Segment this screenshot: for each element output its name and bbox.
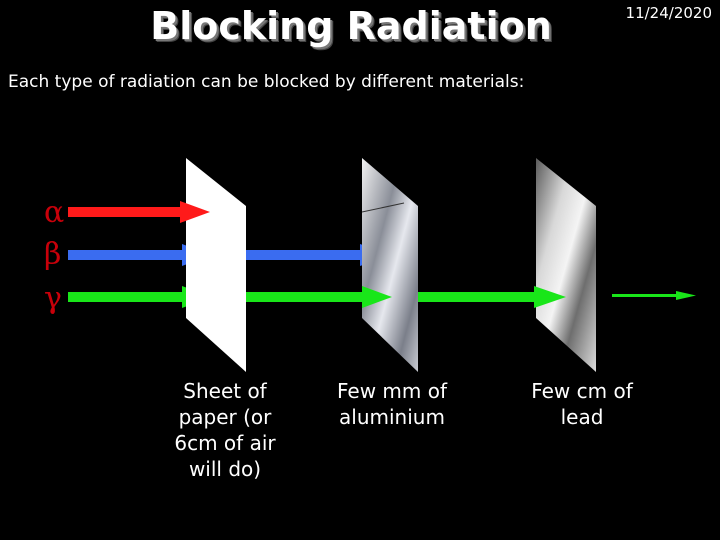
paper-label-line: Sheet of — [183, 379, 267, 403]
gamma-symbol: γ — [44, 281, 62, 316]
slide-title: Blocking Radiation — [150, 4, 552, 48]
lead-sheet — [536, 158, 596, 372]
aluminium-label: Few mm of aluminium — [322, 378, 462, 430]
slide-date: 11/24/2020 — [625, 4, 712, 22]
paper-label: Sheet of paper (or 6cm of air will do) — [160, 378, 290, 482]
paper-sheet — [186, 158, 246, 372]
aluminium-edge-line — [361, 202, 405, 213]
gamma-ray-weakened — [612, 291, 696, 300]
alpha-ray — [68, 201, 210, 223]
gamma-ray-head-2 — [362, 286, 392, 308]
aluminium-label-line: aluminium — [339, 405, 445, 429]
gamma-ray-head-3 — [534, 286, 566, 308]
aluminium-label-line: Few mm of — [336, 379, 448, 403]
lead-label-line: lead — [560, 405, 604, 429]
paper-label-line: paper (or — [178, 405, 272, 429]
aluminium-sheet — [362, 158, 418, 372]
paper-label-line: 6cm of air — [174, 431, 276, 455]
intro-text: Each type of radiation can be blocked by… — [8, 72, 525, 92]
gamma-ray-segment-3 — [418, 292, 536, 302]
paper-label-line: will do) — [188, 457, 262, 481]
lead-label: Few cm of lead — [512, 378, 652, 430]
alpha-symbol: α — [44, 195, 65, 230]
gamma-ray-segment-2 — [246, 292, 376, 302]
beta-symbol: β — [44, 237, 62, 272]
lead-label-line: Few cm of — [531, 379, 633, 403]
